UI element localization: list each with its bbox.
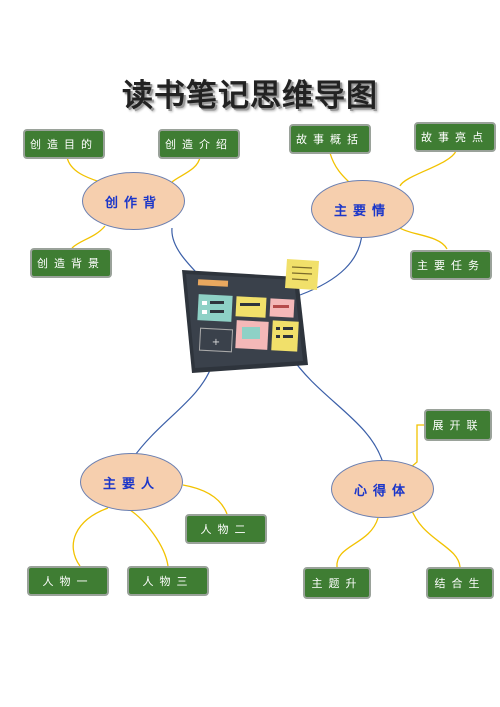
link-center-characters	[132, 364, 213, 459]
leaf-expand[interactable]: 展开联	[424, 409, 492, 441]
link-person1	[72, 507, 109, 567]
node-background[interactable]: 创作背	[82, 172, 185, 230]
sticky-note-icon	[285, 259, 319, 290]
link-expand	[409, 424, 424, 469]
leaf-highlight[interactable]: 故事亮点	[414, 122, 496, 152]
svg-text:+: +	[212, 337, 220, 348]
link-task	[399, 227, 448, 250]
link-center-story	[299, 232, 363, 296]
node-characters[interactable]: 主要人	[80, 453, 183, 511]
link-highlight	[399, 150, 457, 187]
link-summary	[329, 152, 351, 184]
link-combine	[409, 504, 461, 568]
link-center-insight	[289, 354, 384, 464]
leaf-summary[interactable]: 故事概括	[289, 124, 371, 154]
page-title: 读书笔记思维导图	[122, 78, 378, 114]
leaf-person3[interactable]: 人物三	[127, 566, 209, 596]
link-purpose	[66, 156, 101, 183]
link-person2	[182, 484, 228, 515]
node-insight[interactable]: 心得体	[331, 460, 434, 518]
leaf-combine[interactable]: 结合生	[426, 567, 494, 599]
leaf-person1[interactable]: 人物一	[27, 566, 109, 596]
leaf-bg[interactable]: 创造背景	[30, 248, 112, 278]
link-intro	[171, 156, 201, 183]
link-bg	[71, 225, 106, 249]
node-story[interactable]: 主要情	[311, 180, 414, 238]
leaf-theme[interactable]: 主题升	[303, 567, 371, 599]
tablet-illustration-icon: +	[182, 270, 308, 373]
leaf-purpose[interactable]: 创造目的	[23, 129, 105, 159]
leaf-intro[interactable]: 创造介绍	[158, 129, 240, 159]
link-theme	[336, 517, 379, 568]
leaf-person2[interactable]: 人物二	[185, 514, 267, 544]
link-person3	[129, 509, 169, 567]
leaf-task[interactable]: 主要任务	[410, 250, 492, 280]
